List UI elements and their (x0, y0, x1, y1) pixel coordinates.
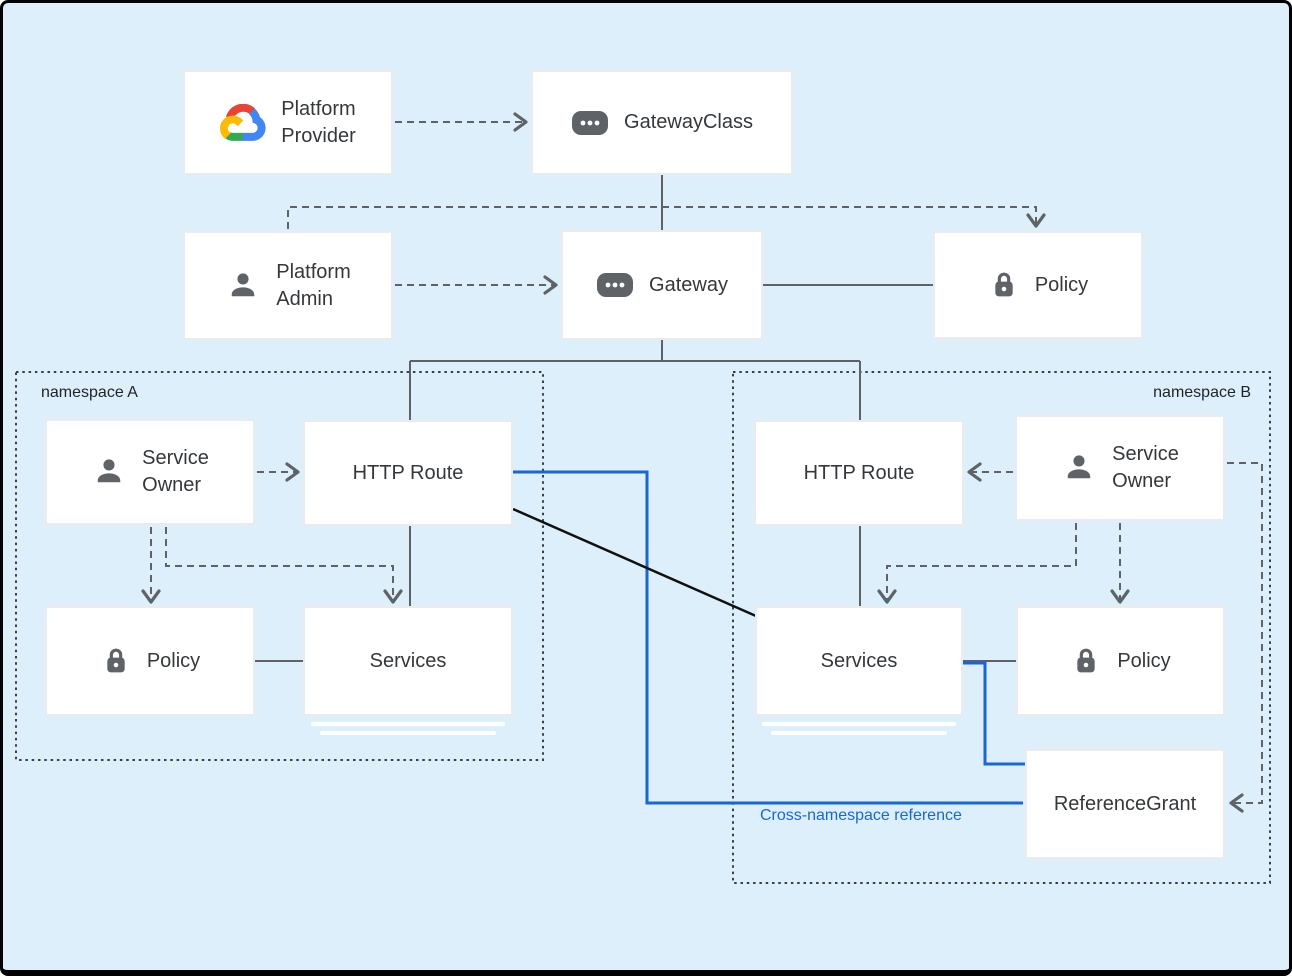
node-http-route-b: HTTP Route (754, 420, 964, 526)
edge-httprouteA-to-servicesB-black (512, 507, 757, 618)
node-service-owner-a: Service Owner (45, 419, 255, 525)
node-gateway: Gateway (561, 230, 763, 340)
edge-ownerA-to-servicesA (165, 527, 403, 604)
node-services-b: Services (755, 606, 963, 716)
google-cloud-logo (220, 104, 266, 141)
node-label: HTTP Route (352, 461, 464, 484)
node-gatewayclass: GatewayClass (531, 70, 793, 175)
services-a-stack-line (320, 731, 496, 735)
cross-namespace-reference-label: Cross-namespace reference (760, 807, 962, 824)
namespace-b-label: namespace B (1153, 384, 1251, 401)
lock-icon (100, 644, 132, 678)
node-label: Platform Admin (276, 260, 351, 310)
lock-icon (988, 268, 1020, 302)
person-icon (1061, 450, 1097, 486)
node-label: Gateway (649, 273, 728, 296)
node-label: Policy (1117, 649, 1171, 672)
node-label: Policy (146, 649, 201, 672)
edge-ownerB-to-referencegrant (1227, 462, 1263, 813)
node-label: HTTP Route (803, 461, 915, 484)
node-policy-a: Policy (45, 606, 255, 716)
edge-ownerB-to-servicesB (877, 523, 1077, 604)
node-label: Service Owner (142, 447, 209, 496)
node-platform-provider: Platform Provider (183, 70, 393, 175)
node-policy-top: Policy (933, 231, 1143, 339)
namespace-a-border (15, 371, 544, 761)
edge-httprouteA-cross-namespace-blue (513, 470, 1023, 805)
person-icon (225, 268, 261, 304)
namespace-a-label: namespace A (41, 384, 138, 401)
node-service-owner-b: Service Owner (1015, 415, 1225, 521)
edge-admin-to-policy (287, 206, 1046, 229)
node-platform-admin: Platform Admin (183, 231, 393, 340)
edge-gateway-to-httproutes-branch (409, 340, 861, 420)
node-label: Policy (1034, 273, 1089, 296)
resource-chip-icon (596, 272, 634, 298)
services-b-stack-line (771, 731, 947, 735)
namespace-b-border (732, 371, 1271, 884)
connector-layer (15, 112, 1271, 884)
node-reference-grant: ReferenceGrant (1025, 749, 1225, 859)
lock-icon (1070, 644, 1102, 678)
services-a-stack-line (311, 722, 505, 726)
node-policy-b: Policy (1016, 606, 1225, 716)
node-http-route-a: HTTP Route (303, 420, 513, 526)
services-b-stack-line (762, 722, 956, 726)
node-label: Services (820, 649, 898, 672)
node-label: ReferenceGrant (1053, 792, 1197, 815)
node-label: Services (369, 649, 447, 672)
node-label: Service Owner (1112, 443, 1179, 492)
resource-chip-icon (571, 110, 609, 136)
node-label: GatewayClass (624, 111, 753, 133)
node-services-a: Services (303, 606, 513, 716)
edge-servicesB-to-referencegrant-blue (963, 661, 1025, 766)
person-icon (91, 454, 127, 490)
node-label: Platform Provider (281, 97, 356, 147)
